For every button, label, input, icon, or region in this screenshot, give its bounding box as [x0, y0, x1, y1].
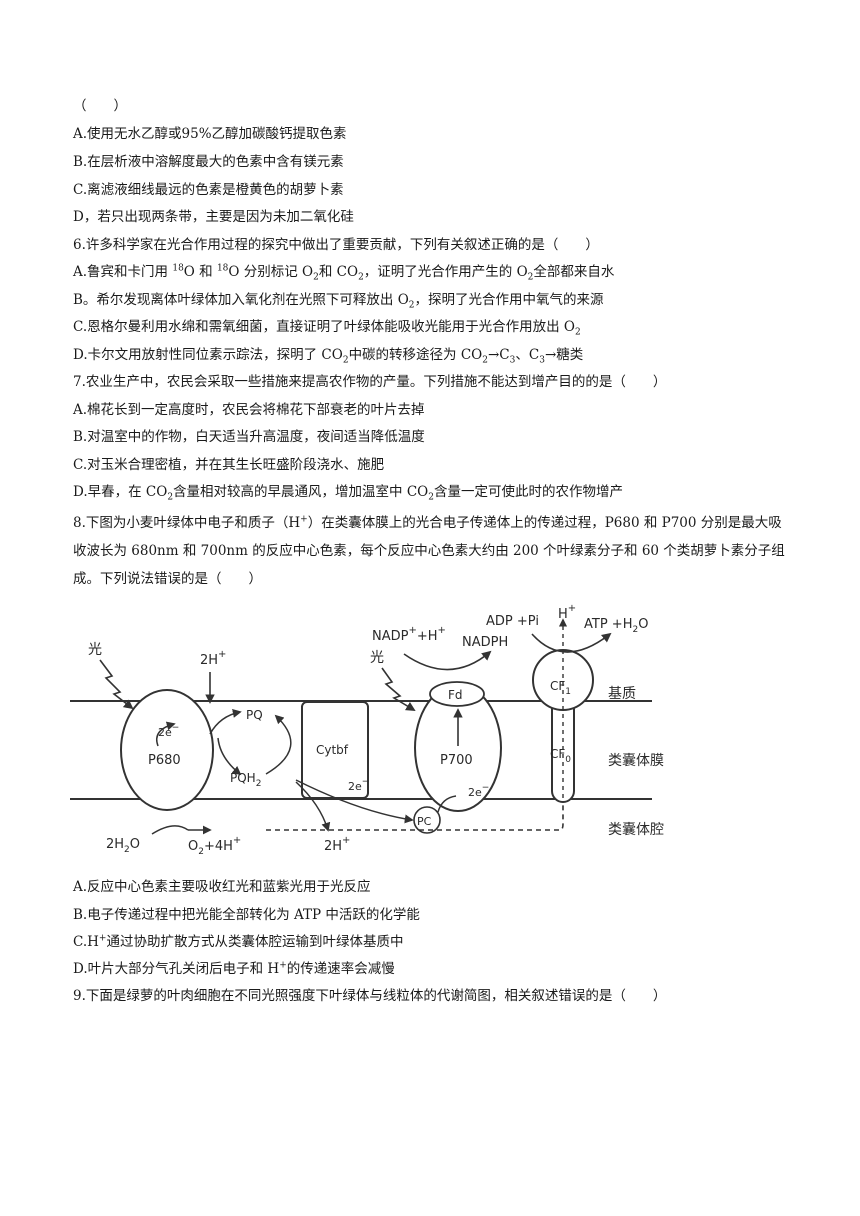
q6-option-a: A.鲁宾和卡门用 18O 和 18O 分别标记 O2和 CO2，证明了光合作用产… — [73, 263, 615, 283]
pc-label: PC — [417, 815, 432, 828]
light-left-label: 光 — [88, 642, 102, 658]
lumen-label: 类囊体腔 — [608, 821, 664, 838]
h-top-label: 2H+ — [200, 649, 226, 668]
cf0-label: CF0 — [550, 747, 571, 765]
to-lumen-h-arrow — [295, 781, 331, 832]
lumen-h-label: 2H+ — [324, 835, 350, 854]
p680-label: P680 — [148, 753, 181, 768]
membrane-label: 类囊体膜 — [608, 752, 664, 769]
q7-option-d: D.早春，在 CO2含量相对较高的早晨通风，增加温室中 CO2含量一定可使此时的… — [73, 484, 623, 503]
pqh2-label: PQH2 — [230, 771, 261, 789]
water-split-arrow — [151, 825, 189, 835]
q8-option-a: A.反应中心色素主要吸收红光和蓝紫光用于光反应 — [73, 879, 371, 895]
q5-option-b: B.在层析液中溶解度最大的色素中含有镁元素 — [73, 154, 344, 170]
q8-option-b: B.电子传递过程中把光能全部转化为 ATP 中活跃的化学能 — [73, 907, 420, 923]
fd-label: Fd — [448, 688, 463, 702]
p680-complex — [120, 689, 214, 811]
o2-label: O2+4H+ — [188, 835, 241, 857]
q8-option-d: D.叶片大部分气孔关闭后电子和 H+的传递速率会减慢 — [73, 960, 395, 977]
to-pqh2-arrow — [217, 737, 242, 776]
to-pq-arrow — [209, 709, 242, 735]
electron-transport-diagram: P680 2e− 光 2H+ 2H2O O2+4H+ PQ PQH2 Cytbf… — [70, 603, 664, 857]
h2o-label: 2H2O — [106, 837, 140, 855]
stroma-label: 基质 — [608, 685, 636, 702]
q7-option-c: C.对玉米合理密植，并在其生长旺盛阶段浇水、施肥 — [73, 457, 385, 473]
q7-stem: 7.农业生产中，农民会采取一些措施来提高农作物的产量。下列措施不能达到增产目的的… — [73, 374, 667, 390]
light-left-zigzag — [99, 659, 134, 710]
q6-option-b: B。希尔发现离体叶绿体加入氧化剂在光照下可释放出 O2，探明了光合作用中氧气的来… — [73, 292, 604, 311]
pq-label: PQ — [246, 708, 263, 722]
lumen-proton-dashed-path — [266, 802, 564, 831]
q6-stem: 6.许多科学家在光合作用过程的探究中做出了重要贡献，下列有关叙述正确的是（ ） — [73, 237, 599, 253]
q9-stem: 9.下面是绿萝的叶肉细胞在不同光照强度下叶绿体与线粒体的代谢简图，相关叙述错误的… — [73, 988, 667, 1004]
nadph-label: NADPH — [462, 635, 508, 650]
to-pc-arrow — [295, 779, 414, 824]
cf-h-label: H+ — [558, 603, 576, 622]
light-right-zigzag — [381, 667, 416, 711]
cf1-label: CF1 — [550, 679, 571, 697]
q5-option-d: D，若只出现两条带，主要是因为未加二氧化硅 — [73, 209, 354, 225]
p700-label: P700 — [440, 753, 473, 768]
cytbf-electron-label: 2e− — [348, 777, 369, 793]
cytbf-label: Cytbf — [316, 743, 349, 757]
atp-synthesis-arrow — [531, 632, 612, 653]
light-right-label: 光 — [370, 650, 384, 666]
q5-option-c: C.离滤液细线最远的色素是橙黄色的胡萝卜素 — [73, 182, 344, 198]
q5-answer-paren: （ ） — [73, 98, 127, 114]
atp-label: ATP +H2O — [584, 617, 648, 635]
q6-option-c: C.恩格尔曼利用水绵和需氧细菌，直接证明了叶绿体能吸收光能用于光合作用放出 O2 — [73, 319, 581, 338]
pq-cycle-arrow — [265, 714, 292, 775]
nadp-reduction-arrow — [403, 650, 492, 671]
q8-stem: 8.下图为小麦叶绿体中电子和质子（H+）在类囊体膜上的光合电子传递体上的传递过程… — [73, 514, 785, 587]
p700-electron-label: 2e− — [468, 783, 489, 799]
q8-option-c: C.H+通过协助扩散方式从类囊体腔运输到叶绿体基质中 — [73, 933, 404, 950]
q7-option-b: B.对温室中的作物，白天适当升高温度，夜间适当降低温度 — [73, 429, 425, 445]
q6-option-d: D.卡尔文用放射性同位素示踪法，探明了 CO2中碳的转移途径为 CO2→C3、C… — [73, 347, 584, 366]
fd-carrier — [429, 681, 485, 707]
q5-option-a: A.使用无水乙醇或95%乙醇加碳酸钙提取色素 — [73, 126, 347, 142]
adp-label: ADP +Pi — [486, 614, 539, 629]
pc-to-p700-arrow — [437, 795, 457, 813]
pc-carrier — [413, 806, 441, 834]
nadp-label: NADP++H+ — [372, 625, 446, 644]
p680-electron-arrow — [156, 721, 176, 747]
q7-option-a: A.棉花长到一定高度时，农民会将棉花下部衰老的叶片去掉 — [73, 402, 425, 418]
